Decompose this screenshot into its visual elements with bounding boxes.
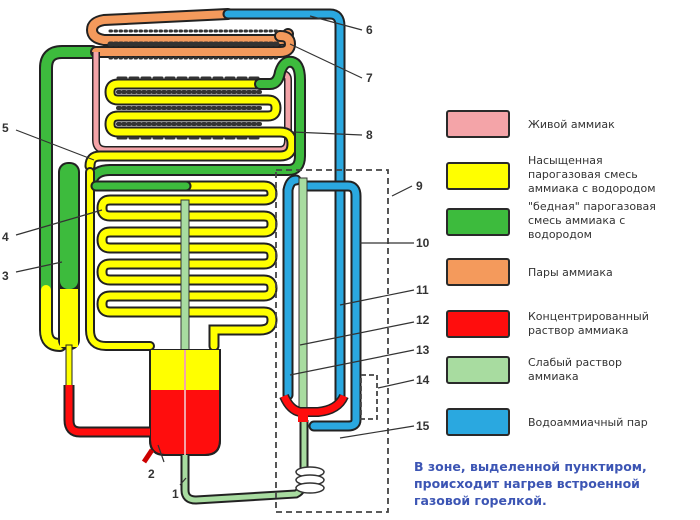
callout-14: 14 (416, 373, 430, 387)
callout-12: 12 (416, 313, 430, 327)
callout-1: 1 (172, 487, 179, 501)
generator-vapor-circuit (222, 8, 362, 432)
callout-8: 8 (366, 128, 373, 142)
condenser-7 (85, 8, 297, 60)
absorber-tank-2 (141, 349, 221, 464)
legend-label: Насыщенная парогазовая смесь аммиака с в… (528, 154, 656, 195)
heating-zone-note: В зоне, выделенной пунктиром, происходит… (414, 459, 647, 508)
callout-6: 6 (366, 23, 373, 37)
callout-3: 3 (2, 269, 9, 283)
weak-solution-tube (180, 199, 190, 351)
legend-swatch (446, 208, 510, 236)
callout-2: 2 (148, 467, 155, 481)
legend-item-ammonia-vapor (446, 258, 510, 286)
legend-item-poor-mix (446, 208, 510, 236)
legend-swatch (446, 162, 510, 190)
evaporator-8 (84, 76, 298, 172)
callout-13: 13 (416, 343, 430, 357)
callout-11: 11 (416, 283, 429, 297)
legend-item-concentrated-solution (446, 310, 510, 338)
generator (279, 177, 349, 422)
callout-15: 15 (416, 419, 430, 433)
legend-label: "бедная" парогазовая смесь аммиака с вод… (528, 200, 656, 241)
legend-item-live-ammonia (446, 110, 510, 138)
reservoir-3 (58, 162, 80, 391)
green-return-pipe (86, 55, 306, 186)
concentrated-pipe (63, 385, 150, 438)
legend-item-water-ammonia-vapor (446, 408, 510, 436)
callout-4: 4 (2, 230, 9, 244)
legend-label: Живой аммиак (528, 118, 615, 131)
callout-leaders (15, 15, 415, 486)
callout-10: 10 (416, 236, 430, 250)
absorber-4 (85, 167, 278, 352)
legend-label: Концентрированный раствор аммиака (528, 310, 649, 337)
heating-zone-9 (275, 169, 389, 513)
legend-label: Водоаммиачный пар (528, 416, 648, 429)
legend-swatch (446, 110, 510, 138)
legend-item-weak-solution (446, 356, 510, 384)
callout-5: 5 (2, 121, 9, 135)
legend-label: Пары аммиака (528, 266, 613, 279)
legend-label: Слабый раствор аммиака (528, 356, 622, 383)
callout-7: 7 (366, 71, 373, 85)
legend-swatch (446, 258, 510, 286)
legend-swatch (446, 310, 510, 338)
burner-zone-14 (360, 374, 378, 420)
live-ammonia-pipe (92, 52, 292, 154)
legend-item-saturated-mix (446, 162, 510, 190)
green-outer-loop (39, 45, 99, 352)
weak-solution-return (180, 420, 325, 505)
callout-9: 9 (416, 179, 423, 193)
legend-swatch (446, 408, 510, 436)
legend-swatch (446, 356, 510, 384)
